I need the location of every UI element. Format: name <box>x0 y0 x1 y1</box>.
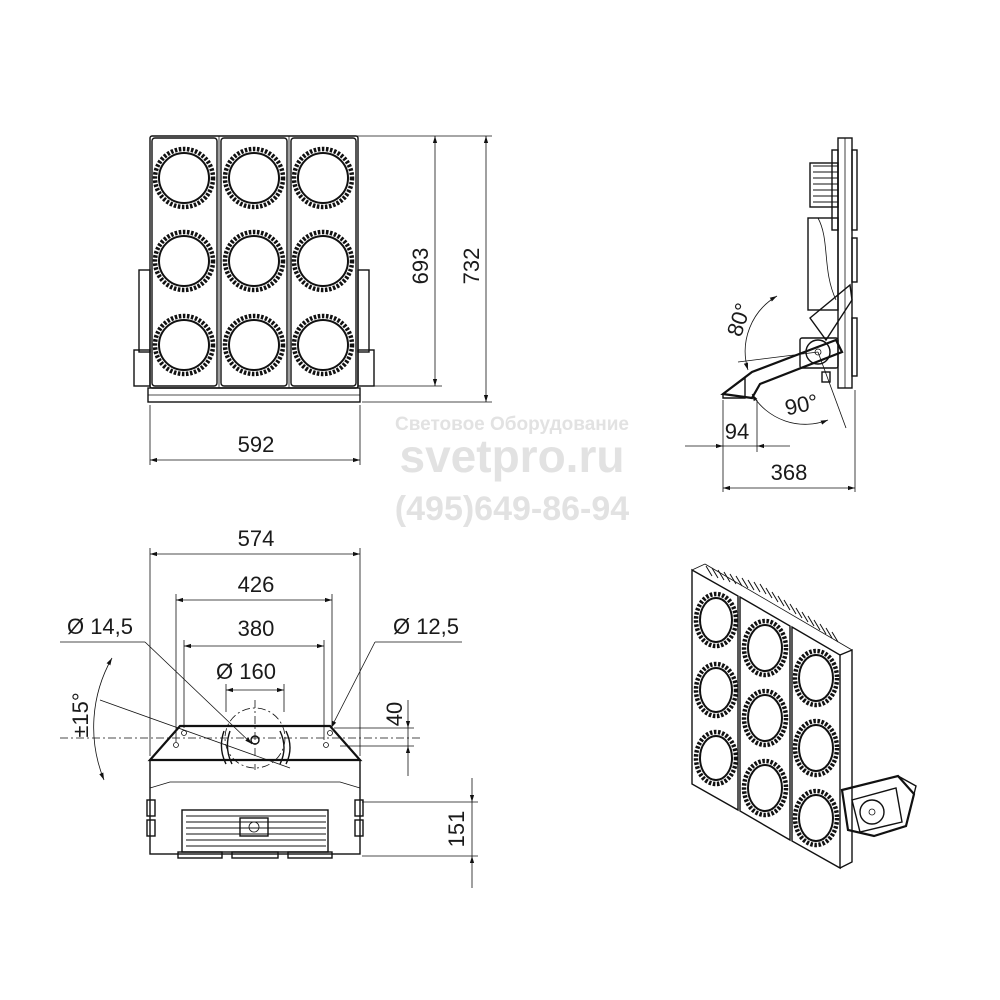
front-lens <box>222 146 286 210</box>
dim-offset-label: 40 <box>382 702 407 726</box>
bottom-tilt-label: ±15° <box>68 692 93 737</box>
side-pivot <box>805 339 831 365</box>
iso-lens <box>792 718 840 778</box>
dim-bracket-label: 94 <box>725 419 749 444</box>
iso-heatsink-fins <box>705 565 839 643</box>
iso-module-left <box>691 568 739 812</box>
iso-lens <box>693 729 739 787</box>
dim-center-label: Ø 160 <box>216 659 276 684</box>
dim-overall-label: 574 <box>238 526 275 551</box>
side-angle-down-label: 90° <box>783 389 821 420</box>
dim-total-height-label: 732 <box>459 248 484 285</box>
dim-width-label: 592 <box>238 432 275 457</box>
front-foot-right <box>357 349 375 387</box>
iso-lens <box>741 618 789 678</box>
dim-inner-height-label: 693 <box>408 248 433 285</box>
iso-lens <box>693 591 739 649</box>
bottom-view: ±15° 574 426 380 Ø 160 Ø 14,5 Ø 12,5 <box>60 526 478 888</box>
watermark-site: svetpro.ru <box>400 430 625 482</box>
front-lens <box>152 313 216 377</box>
dim-outer-holes-label: 426 <box>238 572 275 597</box>
iso-module-center <box>739 595 791 842</box>
front-module-right <box>290 137 357 387</box>
front-lens <box>152 146 216 210</box>
bottom-connector <box>239 817 269 837</box>
iso-lens <box>741 758 789 818</box>
iso-lens <box>741 688 789 748</box>
bottom-tilt-arc <box>93 657 113 781</box>
iso-lens <box>693 661 739 719</box>
side-bracket-arm <box>809 283 853 342</box>
side-angle-up-label: 80° <box>722 300 756 339</box>
front-lens <box>291 229 355 293</box>
side-view: 80° 90° 94 368 <box>685 137 858 492</box>
iso-pivot <box>859 799 885 825</box>
iso-lens <box>792 788 840 848</box>
leader-hole-large <box>144 641 253 745</box>
front-module-center <box>220 137 288 387</box>
front-lens <box>222 229 286 293</box>
side-angle-arc-up <box>743 295 778 371</box>
bottom-slot-right <box>279 730 291 765</box>
dim-depth-label: 368 <box>771 460 808 485</box>
iso-side-face <box>839 648 853 869</box>
front-lens <box>152 229 216 293</box>
watermark: Световое Оборудование svetpro.ru (495)64… <box>395 414 629 528</box>
front-lens <box>291 146 355 210</box>
hole-small-label: Ø 12,5 <box>393 614 459 639</box>
front-module-left <box>151 137 218 387</box>
front-lens <box>222 313 286 377</box>
iso-view <box>691 563 917 870</box>
front-lens <box>291 313 355 377</box>
watermark-phone: (495)649-86-94 <box>395 490 629 528</box>
iso-lens <box>792 648 840 708</box>
dim-height-label: 151 <box>444 811 469 848</box>
front-side-bracket-left <box>138 269 151 353</box>
hole-large-label: Ø 14,5 <box>67 614 133 639</box>
leader-hole-small <box>330 641 376 729</box>
dim-inner-holes-label: 380 <box>238 616 275 641</box>
bottom-hole-outer-left <box>181 730 187 736</box>
front-foot-left <box>133 349 151 387</box>
watermark-company: Световое Оборудование <box>395 414 629 435</box>
iso-lens-grid <box>693 591 840 848</box>
front-view: 592 693 732 <box>133 135 492 465</box>
bottom-hole-outer-right <box>327 730 333 736</box>
bottom-slot-left <box>220 730 233 765</box>
side-heatsink <box>807 162 839 311</box>
side-angle-arc-down <box>751 393 829 425</box>
front-side-bracket-right <box>357 269 370 353</box>
front-lens-grid <box>152 146 355 377</box>
